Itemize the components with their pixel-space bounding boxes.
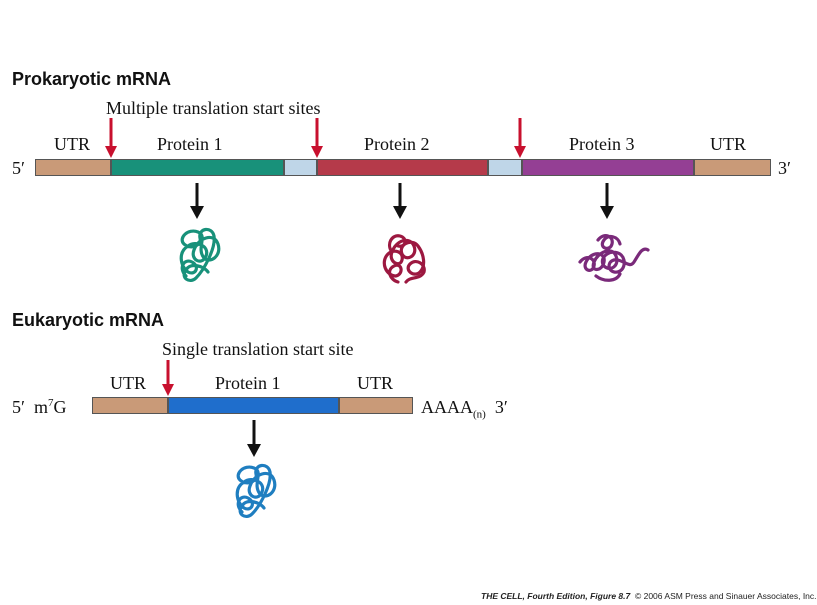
poly-a-tail-label: AAAA(n) 3′ — [421, 397, 508, 421]
prok-protein1-label: Protein 1 — [157, 134, 223, 154]
euk-cap-label: 5′ m7G — [12, 397, 66, 418]
euk-utr5-segment — [92, 397, 168, 414]
prok-protein3-segment — [522, 159, 694, 176]
start-site-arrow-1-head — [105, 146, 117, 158]
euk-translation-arrow-head — [247, 444, 261, 457]
euk-protein1-label: Protein 1 — [215, 373, 281, 393]
prok-spacer2-segment — [488, 159, 522, 176]
prok-utr5-segment — [35, 159, 111, 176]
prok-three-prime-label: 3′ — [778, 158, 791, 178]
start-site-arrows — [105, 118, 526, 396]
cap-superscript: 7 — [47, 397, 54, 409]
prok-protein2-label: Protein 2 — [364, 134, 430, 154]
translation-arrow-1-head — [190, 206, 204, 219]
prok-five-prime-label: 5′ — [12, 158, 25, 178]
translation-arrow-2-head — [393, 206, 407, 219]
prok-spacer1-segment — [284, 159, 317, 176]
folded-protein-euk-icon — [235, 463, 277, 519]
euk-utr3-segment — [339, 397, 413, 414]
poly-a-subscript: (n) — [473, 408, 486, 421]
prok-utr3-label: UTR — [710, 134, 746, 154]
folded-protein-3-icon — [578, 234, 650, 282]
prok-protein2-segment — [317, 159, 488, 176]
folded-protein-2-icon — [382, 234, 426, 284]
figure-credit: THE CELL, Fourth Edition, Figure 8.7 © 2… — [481, 591, 817, 601]
prok-utr3-segment — [694, 159, 771, 176]
prokaryotic-heading: Prokaryotic mRNA — [12, 69, 172, 89]
euk-three-prime-label: 3′ — [494, 397, 508, 417]
poly-a-base: AAAA — [421, 397, 473, 417]
figure-source: THE CELL, Fourth Edition, Figure 8.7 — [481, 591, 631, 601]
cap-m: m — [33, 397, 48, 417]
start-site-arrow-3-head — [514, 146, 526, 158]
euk-utr5-label: UTR — [110, 373, 146, 393]
prok-protein1-segment — [111, 159, 284, 176]
single-start-site-label: Single translation start site — [162, 339, 354, 359]
prok-protein3-label: Protein 3 — [569, 134, 635, 154]
multiple-start-sites-label: Multiple translation start sites — [106, 98, 321, 118]
eukaryotic-heading: Eukaryotic mRNA — [12, 310, 165, 330]
start-site-arrow-2-head — [311, 146, 323, 158]
translation-arrows — [190, 183, 614, 457]
copyright-notice: © 2006 ASM Press and Sinauer Associates,… — [634, 591, 817, 601]
euk-protein1-segment — [168, 397, 339, 414]
prok-utr5-label: UTR — [54, 134, 90, 154]
euk-utr3-label: UTR — [357, 373, 393, 393]
cap-g: G — [53, 397, 67, 417]
euk-start-site-arrow-head — [162, 384, 174, 396]
folded-protein-1-icon — [179, 227, 221, 283]
translation-arrow-3-head — [600, 206, 614, 219]
euk-five-prime-label: 5′ — [12, 397, 25, 417]
